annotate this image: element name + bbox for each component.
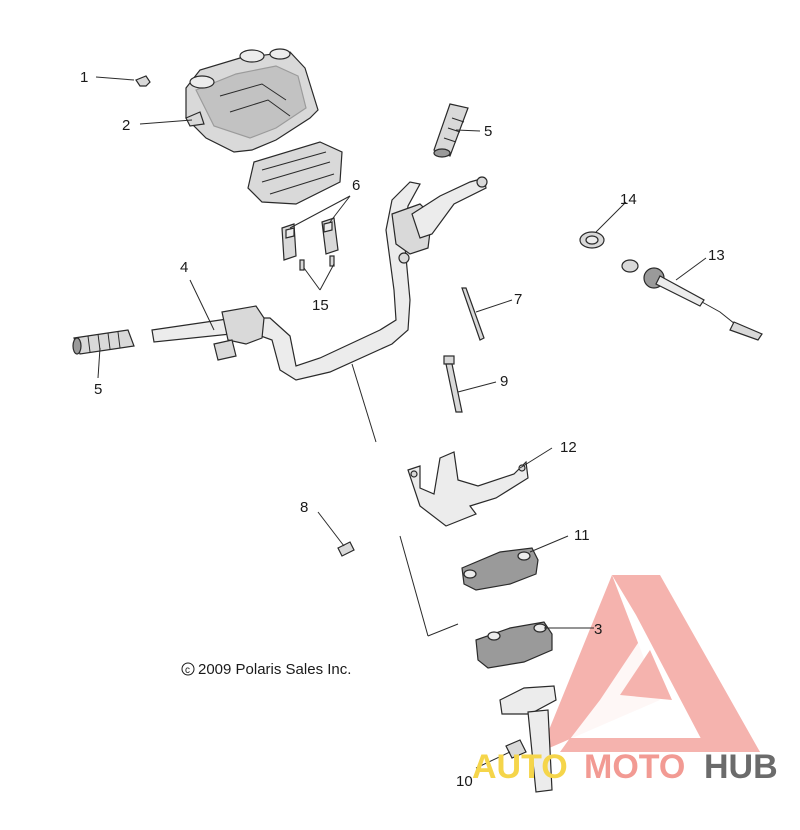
callout-4: 4: [180, 259, 188, 276]
copyright-notice: c 2009 Polaris Sales Inc.: [181, 661, 351, 678]
callout-13: 13: [708, 247, 725, 264]
watermark-auto: AUTO: [472, 748, 568, 786]
callout-5-right: 5: [484, 123, 492, 140]
copyright-circle-icon: [181, 662, 195, 676]
leader-lines: [95, 76, 707, 769]
bolt-part-8: [337, 541, 355, 557]
callout-11: 11: [574, 527, 590, 544]
copyright-symbol: c: [185, 665, 190, 676]
callouts: 1 2 3 4 5 5 6 7 8 9 10 11 12 13 14 15: [80, 69, 725, 790]
callout-7: 7: [514, 291, 522, 308]
handlebar-part-4: [151, 176, 488, 381]
pin-part-15: [299, 255, 335, 271]
callout-9: 9: [500, 373, 508, 390]
watermark-text: AUTO MOTO HUB: [472, 748, 778, 786]
callout-6: 6: [352, 177, 360, 194]
callout-10: 10: [456, 773, 473, 790]
pod-cover-part-2: [185, 48, 319, 153]
instrument-cluster: [247, 141, 343, 205]
grip-right-part-5: [433, 103, 469, 158]
bracket-part-12: [407, 451, 529, 527]
watermark-logo: [540, 575, 760, 752]
grip-left-part-5: [72, 329, 135, 355]
bracket-part-6: [281, 217, 339, 261]
callout-1: 1: [80, 69, 88, 86]
cable-part-13: [621, 259, 763, 341]
callout-5-left: 5: [94, 381, 102, 398]
clip-part-1: [135, 75, 151, 87]
watermark-hub: HUB: [704, 748, 778, 786]
callout-3: 3: [594, 621, 602, 638]
callout-15: 15: [312, 297, 329, 314]
nut-part-14: [579, 231, 605, 249]
bolt-part-9: [443, 355, 463, 413]
copyright-text: 2009 Polaris Sales Inc.: [198, 661, 351, 678]
callout-8: 8: [300, 499, 308, 516]
clamp-lower-part-3: [475, 621, 553, 669]
callout-14: 14: [620, 191, 637, 208]
clamp-upper-part-11: [461, 547, 539, 591]
callout-12: 12: [560, 439, 577, 456]
steering-post: [499, 685, 557, 793]
callout-2: 2: [122, 117, 130, 134]
rod-part-7: [461, 287, 485, 341]
watermark-moto: MOTO: [584, 748, 685, 786]
